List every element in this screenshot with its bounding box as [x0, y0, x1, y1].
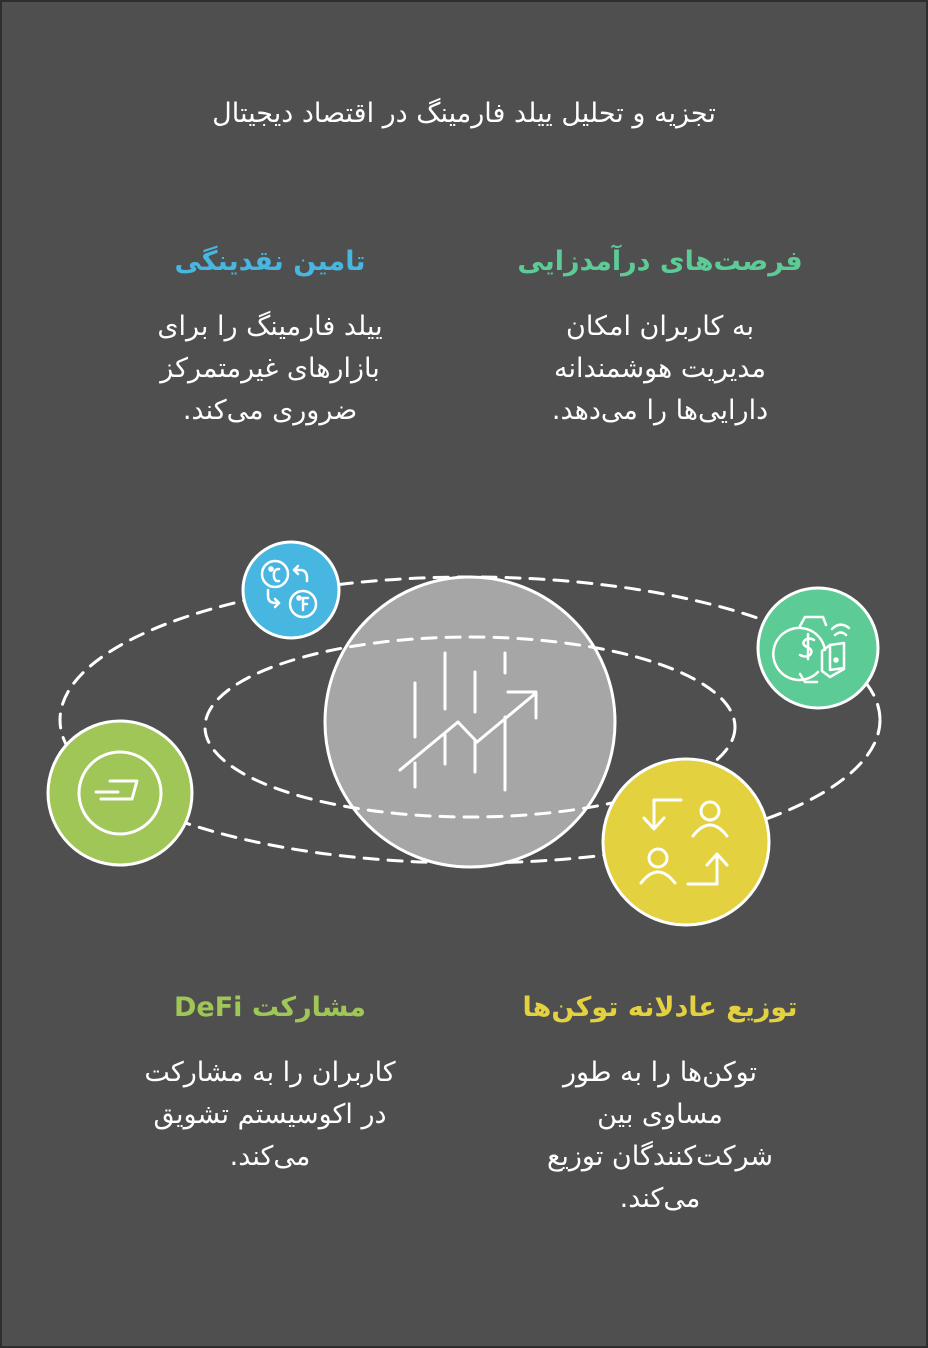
liquidity-line: ضروری می‌کند.: [182, 395, 358, 426]
distribution-line: مساوی بین: [597, 1099, 723, 1130]
income-description: به کاربران امکان مدیریت هوشمندانه دارایی…: [490, 306, 830, 432]
distribution-description: توکن‌ها را به طور مساوی بین شرکت‌کنندگان…: [490, 1052, 830, 1220]
income-heading: فرصت‌های درآمدزایی: [517, 246, 803, 277]
defi-description: کاربران را به مشارکت در اکوسیستم تشویق م…: [90, 1052, 450, 1178]
distribution-line: توکن‌ها را به طور: [562, 1057, 758, 1088]
dash-coin-icon: [77, 750, 163, 836]
income-block: فرصت‌های درآمدزایی به کاربران امکان مدیر…: [490, 244, 830, 432]
liquidity-line: بازارهای غیرمتمرکز: [160, 353, 380, 384]
inner-orbit: [203, 635, 737, 819]
liquidity-line: ییلد فارمینگ را برای: [157, 311, 383, 342]
liquidity-node: [241, 540, 341, 640]
distribution-block: توزیع عادلانه توکن‌ها توکن‌ها را به طور …: [490, 990, 830, 1220]
distribution-heading: توزیع عادلانه توکن‌ها: [522, 992, 798, 1023]
income-node: [756, 586, 880, 710]
page-title: تجزیه و تحلیل ییلد فارمینگ در اقتصاد دیج…: [212, 98, 716, 129]
defi-block: مشارکت DeFi کاربران را به مشارکت در اکوس…: [90, 990, 450, 1178]
income-line: دارایی‌ها را می‌دهد.: [551, 395, 769, 426]
liquidity-heading: تامین نقدینگی: [174, 246, 366, 277]
growth-chart-icon: [398, 651, 538, 792]
defi-node: [46, 719, 194, 867]
distribution-line: شرکت‌کنندگان توزیع: [546, 1141, 774, 1172]
user-exchange-icon: [639, 798, 729, 886]
defi-line: در اکوسیستم تشویق: [153, 1099, 387, 1130]
distribution-node: [601, 757, 771, 927]
smartwatch-payment-icon: [772, 615, 851, 684]
currency-exchange-icon: [260, 559, 318, 619]
income-line: به کاربران امکان: [566, 311, 754, 342]
defi-heading: مشارکت DeFi: [174, 992, 366, 1023]
liquidity-block: تامین نقدینگی ییلد فارمینگ را برای بازار…: [100, 244, 440, 432]
center-node: [323, 575, 617, 869]
defi-line: می‌کند.: [229, 1141, 311, 1172]
liquidity-description: ییلد فارمینگ را برای بازارهای غیرمتمرکز …: [100, 306, 440, 432]
distribution-line: می‌کند.: [619, 1183, 701, 1214]
income-line: مدیریت هوشمندانه: [554, 353, 766, 384]
defi-line: کاربران را به مشارکت: [144, 1057, 396, 1088]
